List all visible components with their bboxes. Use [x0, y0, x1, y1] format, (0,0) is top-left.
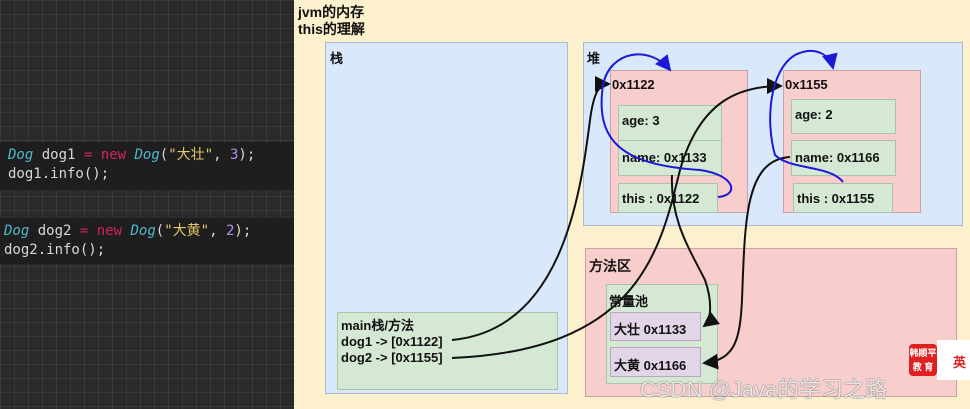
name1-ref-arrow [670, 174, 720, 328]
dog1-reference: dog1 -> [0x1122] [341, 334, 443, 349]
code-token: new [100, 147, 127, 163]
name2-ref-arrow [702, 156, 791, 370]
logo-side-text: 英 [953, 355, 967, 370]
heap-label: 堆 [587, 51, 601, 66]
logo: 韩顺平教 育 [909, 344, 937, 376]
title-line: this的理解 [298, 21, 365, 37]
title-line: jvm的内存 [298, 4, 365, 20]
code-block-dog1: Dog dog1 = new Dog("大壮", 3); dog1.info()… [0, 142, 294, 190]
watermark: CSDN @Java的学习之路 [640, 377, 888, 402]
code-token: dog2 [37, 223, 72, 239]
field-this: this : 0x1155 [793, 183, 893, 213]
code-token: 2 [225, 223, 235, 239]
stack-label: 栈 [330, 51, 344, 66]
diagram-title: jvm的内存 this的理解 [298, 4, 365, 38]
pool-entry: 大壮 0x1133 [610, 312, 701, 341]
code-token: Dog [134, 147, 160, 163]
constant-pool-label: 常量池 [609, 294, 649, 309]
field-age: age: 2 [791, 99, 896, 134]
frame-title: main栈/方法 [341, 318, 414, 333]
field-this: this : 0x1122 [618, 183, 718, 213]
code-line: dog2.info(); [4, 242, 106, 258]
code-token: dog1 [41, 147, 76, 163]
method-area-label: 方法区 [589, 258, 631, 274]
code-token: Dog [130, 223, 156, 239]
pool-entry: 大黄 0x1166 [610, 347, 701, 377]
dog2-reference: dog2 -> [0x1155] [341, 350, 443, 365]
main-stack-frame: main栈/方法 dog1 -> [0x1122] dog2 -> [0x115… [337, 312, 558, 390]
code-token: Dog [8, 147, 34, 163]
code-token: Dog [4, 223, 30, 239]
code-token: ); [238, 147, 256, 163]
this1-self-arrow [600, 53, 733, 198]
this2-self-arrow [769, 49, 844, 183]
object-address: 0x1155 [785, 77, 828, 92]
code-token: = [83, 147, 93, 163]
code-token: ); [234, 223, 252, 239]
code-editor [0, 0, 294, 409]
code-token: 3 [229, 147, 239, 163]
dog2-ref-arrow [451, 78, 783, 359]
code-token: new [96, 223, 123, 239]
field-name: name: 0x1166 [791, 140, 896, 176]
dog1-ref-arrow [451, 76, 611, 341]
code-token: "大黄" [164, 223, 210, 239]
code-line: dog1.info(); [8, 166, 110, 182]
object-address: 0x1122 [612, 77, 655, 92]
code-token: = [79, 223, 89, 239]
code-block-dog2: Dog dog2 = new Dog("大黄", 2); dog2.info()… [0, 218, 294, 264]
code-token: "大壮" [168, 147, 214, 163]
